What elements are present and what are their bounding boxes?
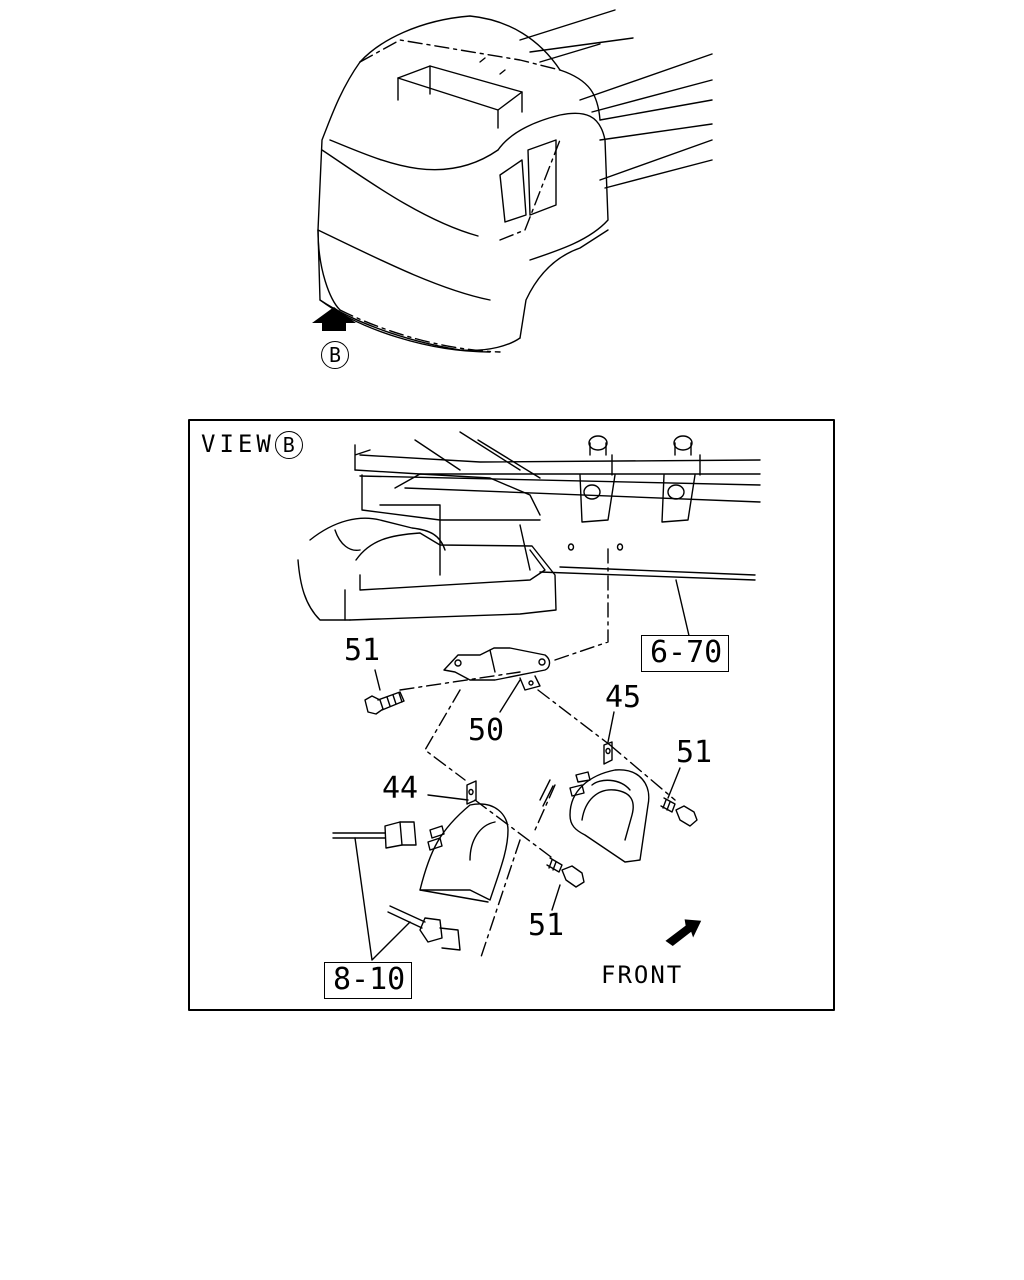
- chassis-frame-illustration: [297, 431, 761, 621]
- view-marker-badge: B: [321, 341, 349, 369]
- harness-connectors: [332, 821, 461, 961]
- front-direction-arrow-icon: [665, 919, 702, 947]
- top-view-marker: B: [321, 341, 349, 369]
- callout-51-upper-left: 51: [344, 633, 381, 668]
- callout-51-lower: 51: [528, 908, 565, 943]
- callout-6-70: 6-70: [641, 635, 730, 672]
- callout-51-right: 51: [676, 735, 713, 770]
- bolt-lower: [546, 857, 585, 888]
- horn-right: [539, 741, 650, 863]
- truck-cab-illustration: [317, 9, 713, 353]
- callout-45: 45: [605, 680, 642, 715]
- view-direction-arrow-icon: [312, 307, 356, 331]
- horn-left: [419, 780, 509, 903]
- view-title-marker: B: [274, 431, 303, 459]
- bolt-right: [660, 797, 698, 827]
- view-title-text: VIEW: [201, 430, 275, 458]
- front-label: FRONT: [601, 961, 684, 989]
- bolt-upper-left: [364, 691, 405, 715]
- horn-bracket: [443, 647, 551, 691]
- callout-50: 50: [468, 713, 505, 748]
- callout-8-10: 8-10: [324, 962, 413, 999]
- detail-view-frame: [188, 419, 835, 1011]
- callout-44: 44: [382, 771, 419, 806]
